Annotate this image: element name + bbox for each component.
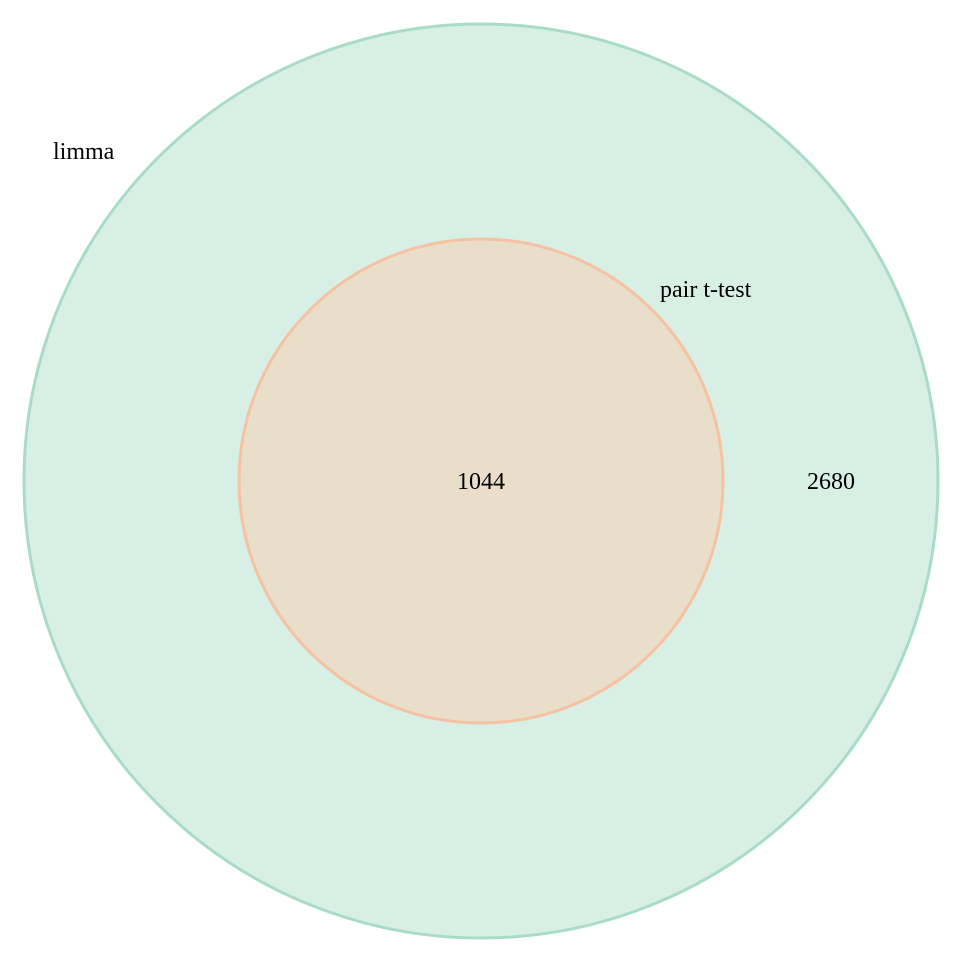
set-circle-limma-outline [22,22,940,940]
region-count-limma-only: 2680 [807,469,855,495]
set-circle-pair-t-test-outline [237,237,725,725]
set-circle-pair-t-test [239,239,723,723]
set-label-limma: limma [53,139,115,165]
region-count-overlap: 1044 [457,469,505,495]
set-label-pair-t-test: pair t-test [660,277,752,303]
